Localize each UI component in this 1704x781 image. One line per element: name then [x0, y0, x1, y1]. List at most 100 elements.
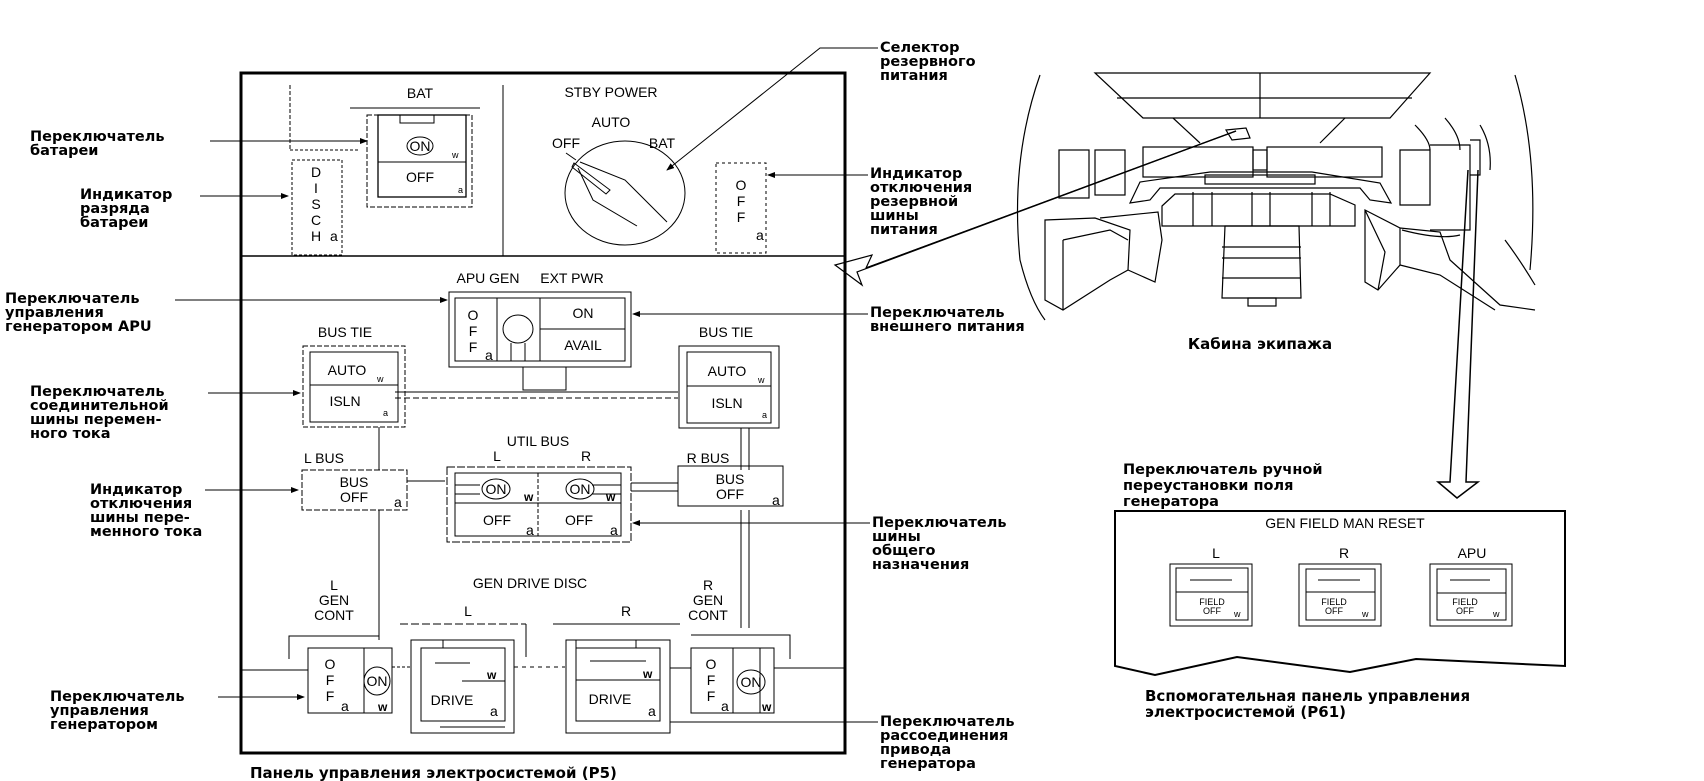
svg-text:a: a — [526, 522, 534, 538]
disch-suffix: a — [330, 228, 338, 244]
p61-panel: GEN FIELD MAN RESET L FIELD OFF w R FIEL… — [1114, 510, 1566, 721]
svg-text:генератора: генератора — [1123, 494, 1219, 510]
svg-text:w: w — [1233, 609, 1241, 619]
svg-text:F: F — [326, 688, 335, 704]
svg-text:резервной: резервной — [870, 194, 958, 210]
svg-text:шины перемен-: шины перемен- — [30, 412, 162, 428]
svg-text:BUS TIE: BUS TIE — [318, 324, 372, 340]
apu-gen-title: APU GEN — [456, 270, 519, 286]
stby-power-selector[interactable]: STBY POWER AUTO OFF BAT — [552, 84, 686, 246]
callout-bus-tie-switch: Переключатель соединительной шины переме… — [30, 384, 301, 442]
svg-text:OFF: OFF — [1456, 606, 1474, 616]
cockpit-to-p61-arrow — [1435, 169, 1481, 499]
svg-text:Переключатель: Переключатель — [870, 305, 1005, 321]
svg-text:Переключатель: Переключатель — [30, 384, 165, 400]
r-bus-off-light: R BUS BUS OFF a — [677, 450, 784, 508]
callout-bat-disch: Индикатор разряда батареи — [80, 187, 289, 231]
callout-bat-switch: Переключатель батареи — [30, 129, 368, 159]
svg-text:a: a — [762, 410, 767, 420]
gen-drive-disc-title: GEN DRIVE DISC — [473, 575, 587, 591]
svg-text:APU: APU — [1458, 545, 1487, 561]
svg-text:рассоединения: рассоединения — [880, 728, 1008, 744]
field-reset-apu-switch[interactable]: APU FIELD OFF w — [1429, 545, 1513, 627]
bat-title: BAT — [407, 85, 434, 101]
svg-text:GEN: GEN — [693, 592, 723, 608]
svg-text:генератора: генератора — [880, 756, 976, 772]
p61-caption-line2: электросистемой (P61) — [1145, 703, 1346, 721]
svg-text:C: C — [311, 212, 321, 228]
svg-text:Индикатор: Индикатор — [80, 187, 172, 203]
svg-text:BUS TIE: BUS TIE — [699, 324, 753, 340]
bus-tie-right-switch[interactable]: BUS TIE AUTO w ISLN a — [678, 324, 780, 429]
svg-text:FIELD: FIELD — [1321, 597, 1347, 607]
svg-text:управления: управления — [5, 305, 104, 321]
gen-drive-disc-right-switch[interactable]: w DRIVE a — [565, 639, 671, 734]
svg-text:CONT: CONT — [314, 607, 354, 623]
svg-text:H: H — [311, 228, 321, 244]
bat-off-suffix: a — [458, 185, 463, 195]
svg-text:генератором: генератором — [50, 717, 158, 733]
svg-text:R BUS: R BUS — [687, 450, 730, 466]
svg-text:Переключатель: Переключатель — [880, 714, 1015, 730]
svg-text:O: O — [706, 656, 717, 672]
cockpit-illustration — [1016, 72, 1536, 321]
callout-stby-selector: Селектор резервного питания — [666, 40, 976, 171]
gen-drive-disc-left-switch[interactable]: w DRIVE a — [410, 639, 515, 734]
svg-text:привода: привода — [880, 742, 951, 758]
svg-text:I: I — [314, 180, 318, 196]
ext-pwr-on-label: ON — [573, 305, 594, 321]
svg-text:O: O — [736, 177, 747, 193]
svg-text:w: w — [761, 700, 772, 714]
callout-drive-disc-switch: Переключатель рассоединения привода гене… — [845, 714, 1015, 772]
svg-text:ON: ON — [570, 481, 591, 497]
svg-text:Переключатель: Переключатель — [30, 129, 165, 145]
svg-text:R: R — [703, 577, 713, 593]
svg-text:шины: шины — [870, 208, 919, 224]
stby-off-pos-label: OFF — [552, 135, 580, 151]
svg-text:F: F — [737, 209, 746, 225]
svg-text:a: a — [490, 703, 498, 719]
svg-text:w: w — [605, 490, 616, 504]
svg-text:UTIL BUS: UTIL BUS — [507, 433, 570, 449]
svg-text:менного тока: менного тока — [90, 524, 202, 540]
svg-text:назначения: назначения — [872, 557, 969, 573]
util-bus-switch[interactable]: UTIL BUS L R ON ON w w OFF OFF a a — [446, 433, 632, 543]
svg-text:DRIVE: DRIVE — [431, 692, 474, 708]
svg-text:OFF: OFF — [340, 489, 368, 505]
svg-text:AUTO: AUTO — [708, 363, 747, 379]
svg-text:L BUS: L BUS — [304, 450, 344, 466]
callout-stby-off-light: Индикатор отключения резервной шины пита… — [767, 166, 972, 238]
svg-text:ON: ON — [367, 673, 388, 689]
bus-tie-left-switch[interactable]: BUS TIE AUTO w ISLN a — [302, 324, 406, 428]
svg-text:OFF: OFF — [716, 486, 744, 502]
svg-text:отключения: отключения — [870, 180, 972, 196]
svg-text:ON: ON — [486, 481, 507, 497]
svg-text:отключения: отключения — [90, 496, 192, 512]
svg-text:w: w — [377, 700, 388, 714]
svg-text:R: R — [1339, 545, 1349, 561]
svg-text:w: w — [1361, 609, 1369, 619]
svg-text:BUS: BUS — [716, 471, 745, 487]
ext-pwr-switch[interactable]: ON AVAIL — [539, 298, 625, 361]
bat-on-label: ON — [410, 138, 431, 154]
stby-bus-off-light: O F F a — [715, 162, 767, 254]
field-reset-r-switch[interactable]: R FIELD OFF w — [1298, 545, 1382, 627]
bat-disch-light: D I S C H a — [291, 159, 343, 256]
svg-text:S: S — [311, 196, 320, 212]
svg-text:шины пере-: шины пере- — [90, 510, 190, 526]
r-gen-cont-switch[interactable]: R GEN CONT O F F a ON w — [688, 577, 791, 714]
svg-text:шины: шины — [872, 529, 921, 545]
callout-util-bus-switch: Переключатель шины общего назначения — [632, 515, 1007, 573]
svg-text:L: L — [1212, 545, 1220, 561]
svg-text:a: a — [341, 698, 349, 714]
svg-text:OFF: OFF — [483, 512, 511, 528]
stby-auto-label: AUTO — [592, 114, 631, 130]
svg-text:F: F — [469, 339, 478, 355]
bat-switch[interactable]: BAT ON w OFF a — [350, 85, 480, 208]
callout-bus-off-light: Индикатор отключения шины пере- менного … — [90, 482, 299, 540]
l-gen-cont-switch[interactable]: L GEN CONT O F F a ON w — [288, 577, 393, 714]
field-reset-l-switch[interactable]: L FIELD OFF w — [1169, 545, 1253, 627]
svg-text:w: w — [376, 374, 384, 384]
svg-text:Переключатель ручной: Переключатель ручной — [1123, 462, 1322, 478]
